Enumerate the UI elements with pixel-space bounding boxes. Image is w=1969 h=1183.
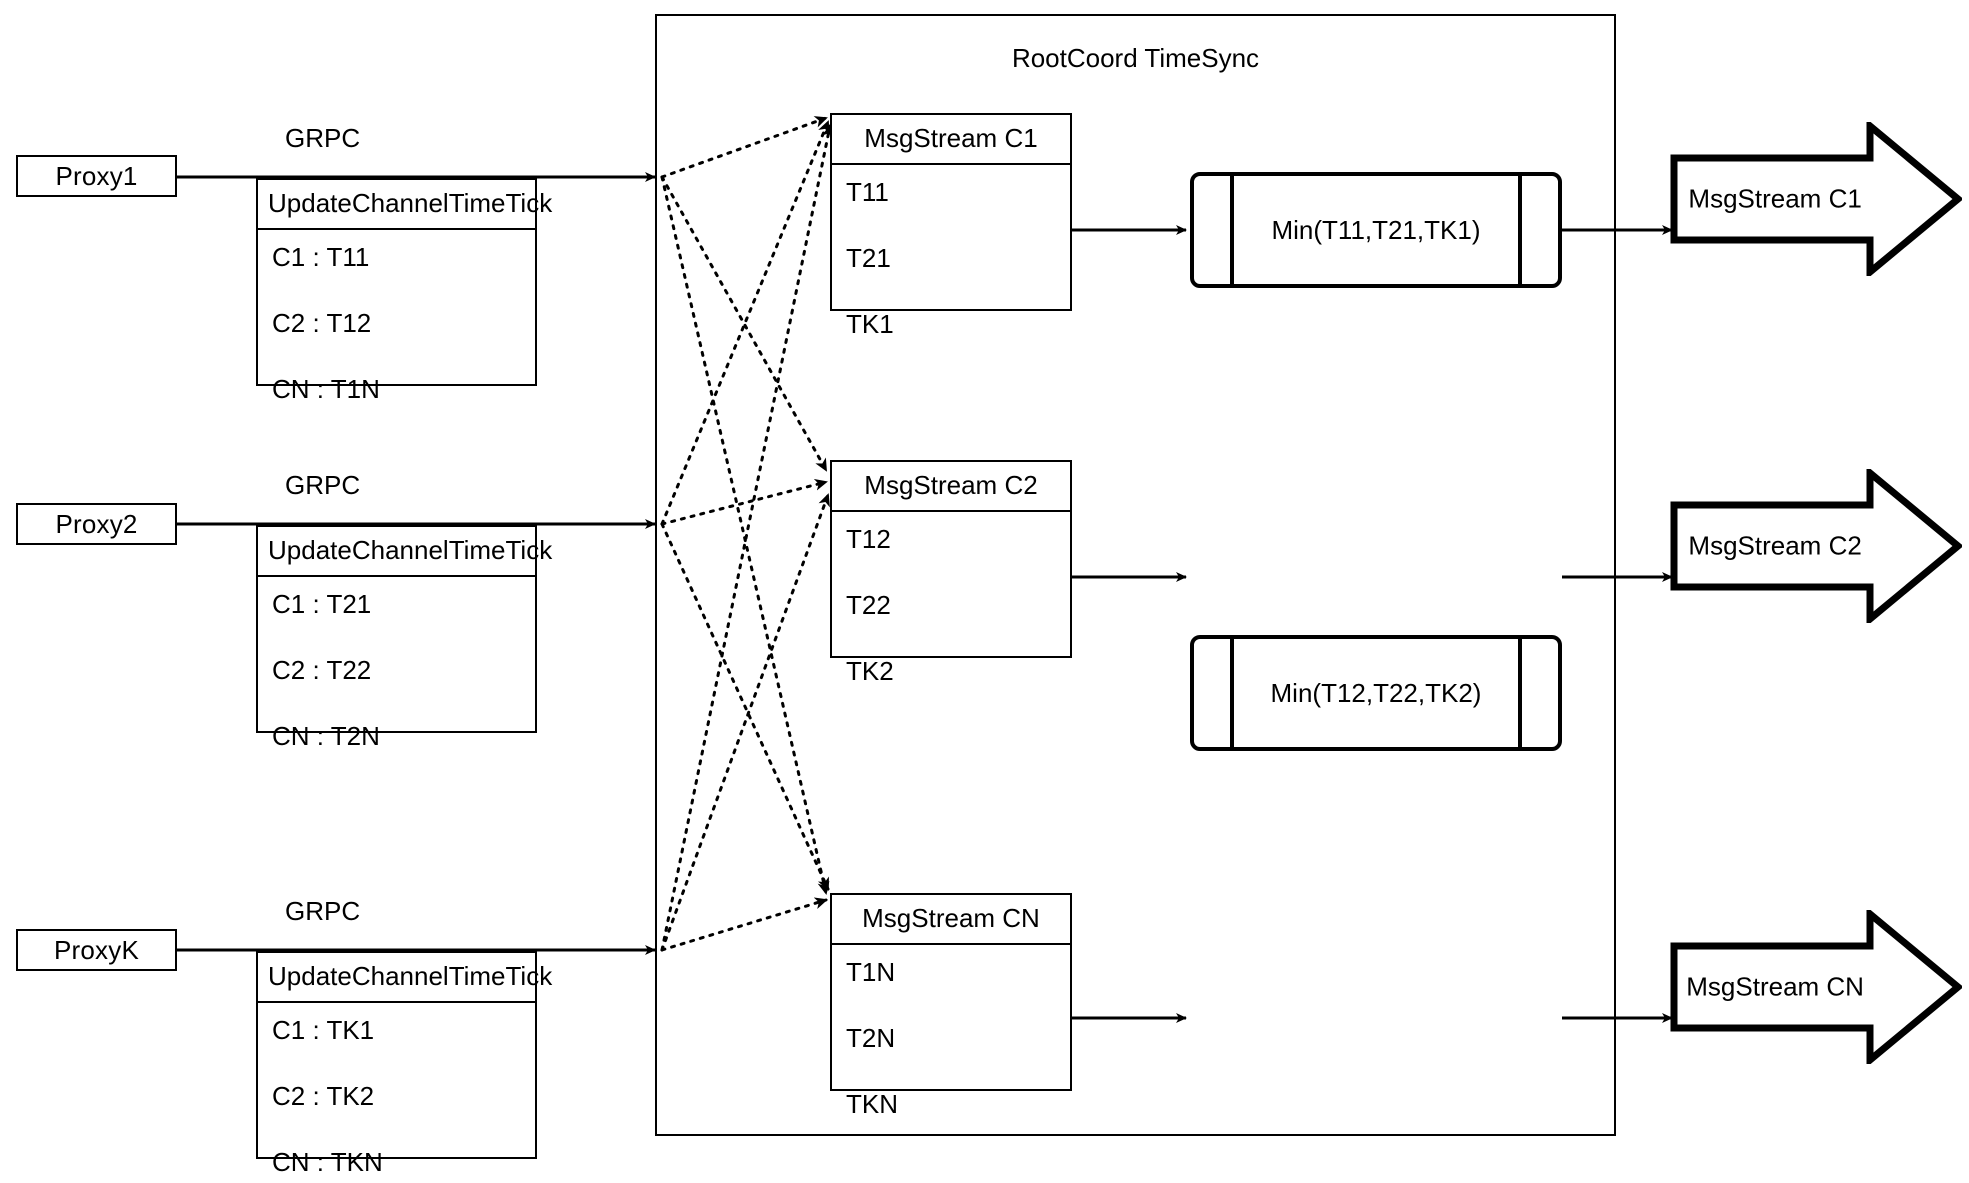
min-process-label-1: Min(T11,T21,TK1)	[1271, 214, 1481, 245]
output-arrow-label-1: MsgStream C1	[1688, 183, 1862, 214]
request-title-2: UpdateChannelTimeTick	[258, 527, 552, 577]
output-arrow-label-3: MsgStream CN	[1686, 971, 1864, 1002]
rootcoord-timesync-container	[655, 14, 1616, 1136]
msgstream-entry: TKN	[846, 1089, 898, 1119]
proxy-box-2[interactable]: Proxy2	[16, 503, 177, 545]
msgstream-entry: T11	[846, 177, 889, 207]
output-arrow-3: MsgStream CN	[1670, 910, 1962, 1064]
msgstream-title-3: MsgStream CN	[832, 895, 1070, 945]
msgstream-entry: T12	[846, 524, 891, 554]
request-box-1: UpdateChannelTimeTick C1 : T11 C2 : T12 …	[256, 178, 552, 402]
subprocess-divider-right	[1518, 175, 1522, 285]
request-title-1: UpdateChannelTimeTick	[258, 180, 552, 230]
request-entry: C1 : T21	[272, 589, 372, 619]
rootcoord-timesync-title: RootCoord TimeSync	[1011, 43, 1260, 73]
proxy-label-2: Proxy2	[55, 508, 138, 539]
request-entry: CN : TKN	[272, 1147, 383, 1177]
msgstream-title-2: MsgStream C2	[832, 462, 1070, 512]
subprocess-divider-left	[1230, 175, 1234, 285]
grpc-label-1: GRPC	[285, 123, 361, 153]
msgstream-box-1: MsgStream C1 T11 T21 TK1	[830, 113, 1072, 337]
msgstream-entry: TK1	[846, 309, 894, 339]
request-entry: C2 : T22	[272, 655, 372, 685]
msgstream-entry: T1N	[846, 957, 896, 987]
request-entry: C2 : TK2	[272, 1081, 375, 1111]
proxy-label-1: Proxy1	[55, 160, 138, 191]
msgstream-entry: TK2	[846, 656, 894, 686]
min-process-box-1: Min(T11,T21,TK1)	[1190, 172, 1562, 288]
request-box-2: UpdateChannelTimeTick C1 : T21 C2 : T22 …	[256, 525, 552, 749]
subprocess-divider-left	[1230, 638, 1234, 748]
request-entry: C2 : T12	[272, 308, 372, 338]
min-process-box-2: Min(T12,T22,TK2)	[1190, 635, 1562, 751]
msgstream-box-3: MsgStream CN T1N T2N TKN	[830, 893, 1072, 1117]
msgstream-box-2: MsgStream C2 T12 T22 TK2	[830, 460, 1072, 684]
min-process-label-2: Min(T12,T22,TK2)	[1270, 677, 1482, 708]
proxy-box-1[interactable]: Proxy1	[16, 155, 177, 197]
msgstream-entry: T21	[846, 243, 891, 273]
request-entry: C1 : TK1	[272, 1015, 375, 1045]
grpc-label-3: GRPC	[285, 896, 361, 926]
request-entry: CN : T2N	[272, 721, 380, 751]
proxy-label-3: ProxyK	[53, 934, 139, 965]
subprocess-divider-right	[1518, 638, 1522, 748]
output-arrow-1: MsgStream C1	[1670, 122, 1962, 276]
output-arrow-label-2: MsgStream C2	[1688, 530, 1862, 561]
proxy-box-3[interactable]: ProxyK	[16, 929, 177, 971]
msgstream-title-1: MsgStream C1	[832, 115, 1070, 165]
request-box-3: UpdateChannelTimeTick C1 : TK1 C2 : TK2 …	[256, 951, 552, 1175]
grpc-label-2: GRPC	[285, 470, 361, 500]
output-arrow-2: MsgStream C2	[1670, 469, 1962, 623]
msgstream-entry: T2N	[846, 1023, 896, 1053]
request-entry: CN : T1N	[272, 374, 380, 404]
request-title-3: UpdateChannelTimeTick	[258, 953, 552, 1003]
request-entry: C1 : T11	[272, 242, 370, 272]
msgstream-entry: T22	[846, 590, 891, 620]
